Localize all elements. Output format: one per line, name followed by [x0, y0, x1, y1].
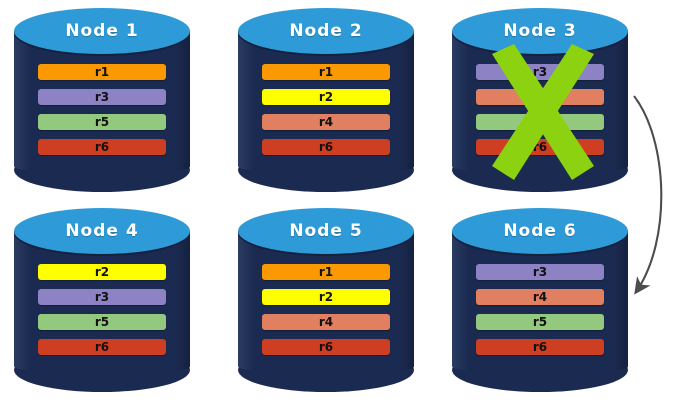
node-cylinder-5[interactable]: r1 r2 r4 r6 Node 5	[238, 208, 414, 392]
replica-bar-r4[interactable]: r4	[262, 314, 390, 330]
cylinder-bottom-ellipse	[14, 148, 190, 192]
replica-bar-r4[interactable]: r4	[476, 89, 604, 105]
replica-row-list: r2 r3 r5 r6	[38, 264, 166, 355]
node-cylinder-2[interactable]: r1 r2 r4 r6 Node 2	[238, 8, 414, 192]
replica-bar-r3[interactable]: r3	[476, 64, 604, 80]
node-label: Node 2	[289, 21, 363, 41]
cylinder-left-highlight	[14, 230, 30, 370]
replica-bar-r6[interactable]: r6	[262, 339, 390, 355]
replica-row-list: r3 r4 r5 r6	[476, 264, 604, 355]
replica-bar-r2[interactable]: r2	[262, 89, 390, 105]
replica-bar-r3[interactable]: r3	[38, 289, 166, 305]
cylinder-right-shadow	[614, 30, 628, 170]
replica-bar-r4[interactable]: r4	[262, 114, 390, 130]
cylinder-top-ellipse	[238, 8, 414, 54]
cylinder-right-shadow	[176, 30, 190, 170]
replica-bar-r6[interactable]: r6	[476, 339, 604, 355]
cylinder-right-shadow	[400, 230, 414, 370]
cylinder-top-ellipse	[14, 208, 190, 254]
node-cylinder-4[interactable]: r2 r3 r5 r6 Node 4	[14, 208, 190, 392]
replica-bar-r1[interactable]: r1	[262, 64, 390, 80]
replica-bar-r5[interactable]: r5	[476, 114, 604, 130]
replica-row-list: r1 r3 r5 r6	[38, 64, 166, 155]
cylinder-bottom-ellipse	[238, 148, 414, 192]
cylinder-right-shadow	[614, 230, 628, 370]
node-cylinder-1[interactable]: r1 r3 r5 r6 Node 1	[14, 8, 190, 192]
replica-bar-r6[interactable]: r6	[476, 139, 604, 155]
cylinder-right-shadow	[176, 230, 190, 370]
node-label: Node 5	[289, 221, 363, 241]
replica-bar-r5[interactable]: r5	[38, 314, 166, 330]
cylinder-bottom-ellipse	[452, 348, 628, 392]
replica-row-list: r1 r2 r4 r6	[262, 264, 390, 355]
replica-bar-r1[interactable]: r1	[262, 264, 390, 280]
replica-bar-r6[interactable]: r6	[262, 139, 390, 155]
replica-bar-r3[interactable]: r3	[476, 264, 604, 280]
cylinder-top-ellipse	[238, 208, 414, 254]
node-label: Node 4	[65, 221, 139, 241]
cylinder-bottom-ellipse	[238, 348, 414, 392]
cylinder-top-ellipse	[452, 208, 628, 254]
cylinder-right-shadow	[400, 30, 414, 170]
replica-bar-r6[interactable]: r6	[38, 339, 166, 355]
cylinder-left-highlight	[14, 30, 30, 170]
replica-bar-r5[interactable]: r5	[476, 314, 604, 330]
replica-bar-r3[interactable]: r3	[38, 89, 166, 105]
cylinder-top-ellipse	[14, 8, 190, 54]
replica-bar-r2[interactable]: r2	[38, 264, 166, 280]
node-label: Node 1	[65, 21, 139, 41]
replica-row-list: r1 r2 r4 r6	[262, 64, 390, 155]
replica-bar-r2[interactable]: r2	[262, 289, 390, 305]
cylinder-left-highlight	[238, 230, 254, 370]
replica-bar-r5[interactable]: r5	[38, 114, 166, 130]
node-cylinder-3[interactable]: r3 r4 r5 r6 Node 3	[452, 8, 628, 192]
replica-bar-r6[interactable]: r6	[38, 139, 166, 155]
node-label: Node 3	[503, 21, 577, 41]
replica-bar-r4[interactable]: r4	[476, 289, 604, 305]
cylinder-left-highlight	[452, 30, 468, 170]
replica-row-list: r3 r4 r5 r6	[476, 64, 604, 155]
cylinder-left-highlight	[452, 230, 468, 370]
replica-bar-r1[interactable]: r1	[38, 64, 166, 80]
cylinder-left-highlight	[238, 30, 254, 170]
node-label: Node 6	[503, 221, 577, 241]
node-cylinder-6[interactable]: r3 r4 r5 r6 Node 6	[452, 208, 628, 392]
cylinder-bottom-ellipse	[14, 348, 190, 392]
